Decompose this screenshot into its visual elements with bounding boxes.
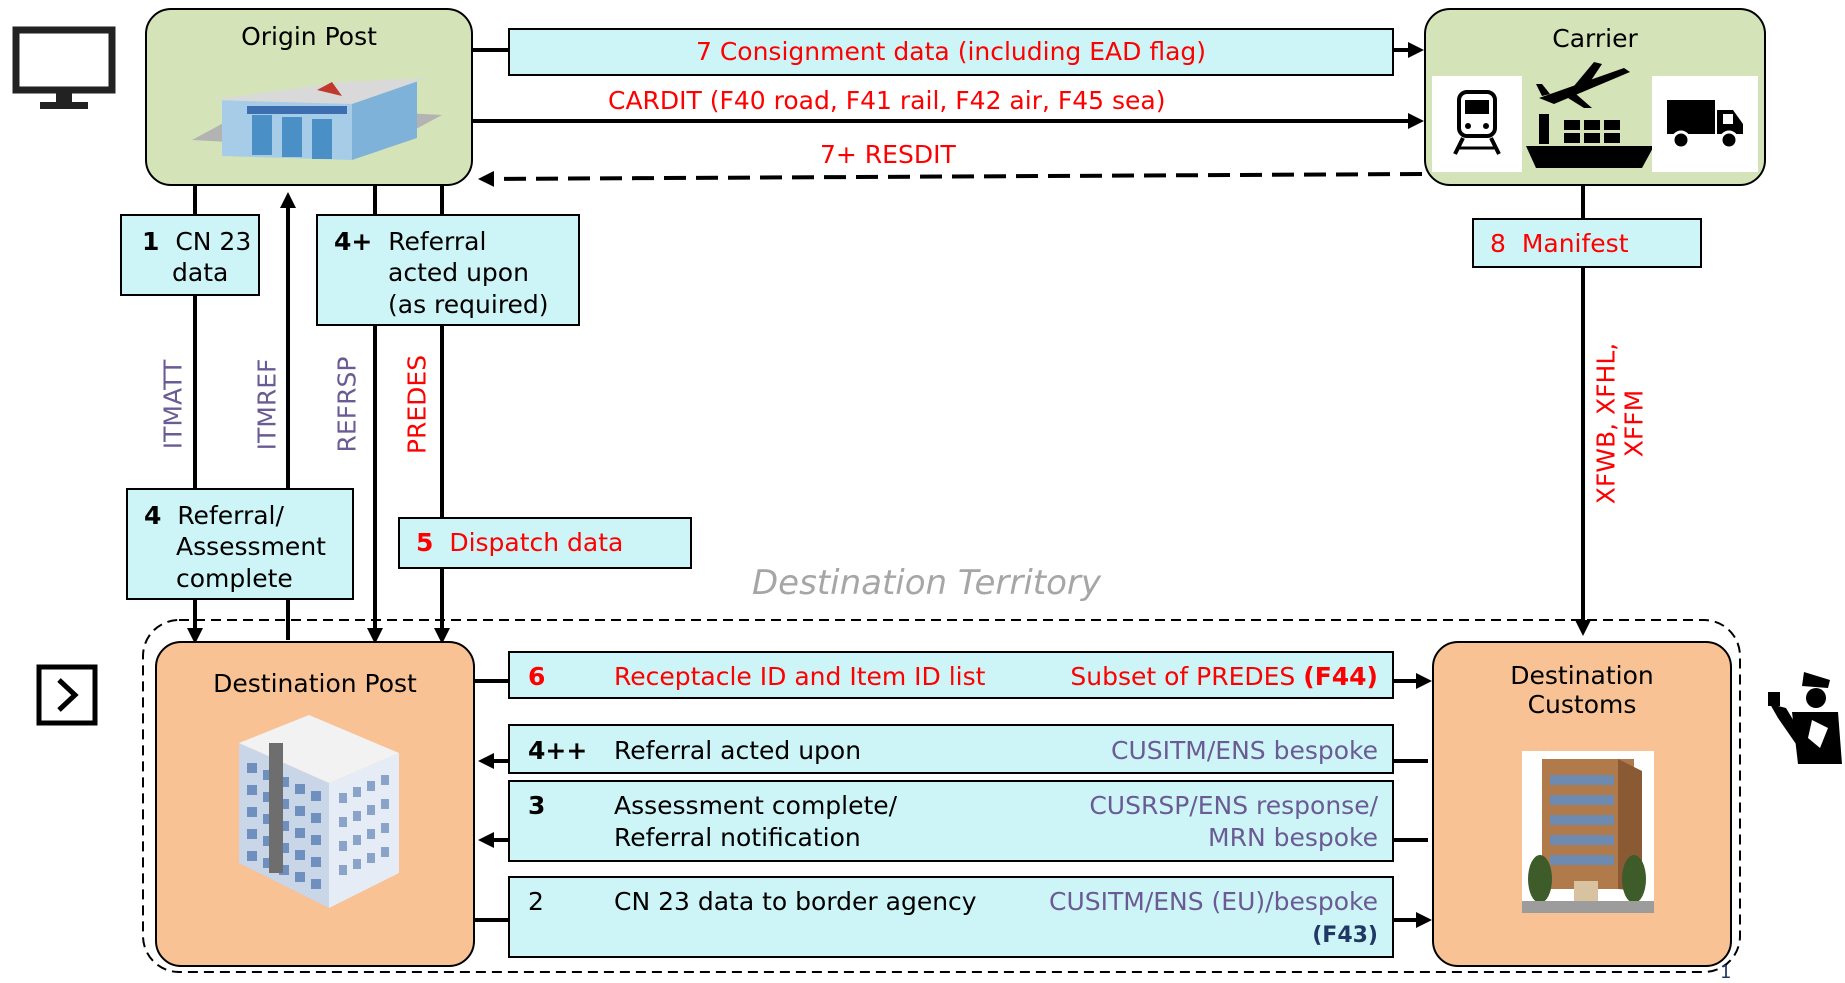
truck-icon: [1667, 100, 1743, 150]
flow3-box: 3 Assessment complete/ Referral notifica…: [508, 780, 1394, 862]
flow4pp-box: 4++ Referral acted upon CUSITM/ENS bespo…: [508, 724, 1394, 774]
manifest-text: Manifest: [1521, 229, 1629, 258]
airplane-icon: [1536, 62, 1630, 108]
assessment-text3: complete: [176, 563, 293, 593]
flow2-num: 2: [528, 887, 544, 916]
flow4pp-num: 4++: [528, 736, 588, 765]
flow2-text: CN 23 data to border agency: [614, 887, 977, 916]
flow6-text: Receptacle ID and Item ID list: [614, 662, 986, 691]
flow4pp-text: Referral acted upon: [614, 736, 862, 765]
carrier-title: Carrier: [1552, 24, 1638, 53]
referral-acted-box: 4+ Referral acted upon (as required): [316, 214, 580, 326]
truck-panel: [1652, 76, 1758, 172]
resdit-arrow: [478, 170, 1423, 187]
flow3-num: 3: [528, 791, 546, 820]
ship-icon: [1526, 114, 1654, 168]
assessment-text1: Referral/: [177, 501, 284, 530]
flow3-msg2: MRN bespoke: [1208, 823, 1378, 852]
page-number: 1: [1720, 962, 1732, 983]
flow6-msg-text: Subset of PREDES: [1070, 662, 1296, 691]
flow3-msg1: CUSRSP/ENS response/: [1089, 791, 1378, 820]
cn23-num: 1: [142, 227, 160, 256]
assessment-box: 4 Referral/ Assessment complete: [126, 488, 354, 600]
dispatch-num: 5: [416, 528, 434, 557]
post-office-building-icon: [192, 78, 442, 160]
referral-acted-line3: (as required): [334, 289, 578, 320]
assessment-text2: Assessment: [176, 532, 326, 562]
xfwb-line1: XFWB, XFHL,: [1591, 342, 1621, 505]
cn23-text1: CN 23: [175, 227, 252, 256]
cn23-data-box: 1 CN 23 data: [120, 214, 260, 296]
referral-acted-text2: acted upon: [388, 258, 529, 288]
carrier-node: Carrier: [1424, 8, 1766, 186]
customs-officer-icon: [1768, 672, 1842, 764]
dispatch-text: Dispatch data: [449, 528, 624, 557]
resdit-label: 7+ RESDIT: [820, 140, 956, 169]
destination-customs-node: Destination Customs: [1432, 641, 1732, 967]
flow6-msg: Subset of PREDES (F44): [1070, 661, 1378, 692]
train-icon: [1453, 90, 1501, 155]
flow6-box: 6 Receptacle ID and Item ID list Subset …: [508, 651, 1394, 699]
predes-label: PREDES: [402, 354, 432, 455]
flow2-code: (F43): [1312, 923, 1378, 948]
customs-building-panel: [1522, 751, 1654, 913]
cn23-text2: data: [172, 258, 229, 288]
destination-customs-title-line2: Customs: [1527, 690, 1637, 719]
flow4pp-msg: CUSITM/ENS bespoke: [1111, 736, 1378, 765]
chevron-right-icon[interactable]: [36, 664, 98, 726]
destination-post-title: Destination Post: [213, 669, 417, 698]
cardit-label: CARDIT (F40 road, F41 rail, F42 air, F45…: [608, 86, 1166, 115]
referral-acted-line2: acted upon: [334, 257, 578, 288]
destination-territory-region: [142, 619, 1741, 973]
assessment-line3: complete: [144, 563, 352, 594]
assessment-line1: 4 Referral/: [144, 500, 352, 531]
flow2-msg: CUSITM/ENS (EU)/bespoke: [1048, 887, 1378, 916]
manifest-box: 8 Manifest: [1472, 218, 1702, 268]
consignment-data-box: 7 Consignment data (including EAD flag): [508, 28, 1394, 76]
office-building-icon: [239, 715, 399, 908]
refrsp-label: REFRSP: [332, 356, 362, 453]
origin-post-title: Origin Post: [241, 22, 377, 51]
consignment-data-label: 7 Consignment data (including EAD flag): [695, 37, 1207, 66]
manifest-num: 8: [1490, 229, 1506, 258]
monitor-icon: [12, 26, 116, 109]
xfwb-label: XFWB, XFHL, XFFM: [1591, 324, 1649, 524]
itmatt-label: ITMATT: [158, 359, 188, 450]
cn23-line1: 1 CN 23: [142, 226, 258, 257]
destination-territory-label: Destination Territory: [752, 563, 1102, 603]
assessment-num: 4: [144, 501, 162, 530]
referral-acted-text3: (as required): [388, 289, 549, 319]
cn23-line2: data: [142, 257, 258, 288]
train-panel: [1432, 76, 1522, 172]
customs-building-icon: [1522, 759, 1654, 913]
flow3-text1: Assessment complete/: [614, 791, 898, 820]
referral-acted-num: 4+: [334, 227, 373, 256]
xfwb-line2: XFFM: [1619, 389, 1648, 458]
flow3-text2: Referral notification: [614, 823, 861, 852]
flow6-num: 6: [528, 662, 546, 691]
destination-customs-title-line1: Destination: [1510, 661, 1654, 690]
destination-post-node: Destination Post: [155, 641, 475, 967]
referral-acted-line1: 4+ Referral: [334, 226, 578, 257]
flow6-code: (F44): [1303, 662, 1378, 691]
dispatch-data-box: 5 Dispatch data: [398, 517, 692, 569]
referral-acted-text1: Referral: [388, 227, 487, 256]
origin-post-node: Origin Post: [145, 8, 473, 186]
assessment-line2: Assessment: [144, 531, 352, 562]
flow2-box: 2 CN 23 data to border agency CUSITM/ENS…: [508, 876, 1394, 958]
itmref-label: ITMREF: [252, 358, 282, 451]
